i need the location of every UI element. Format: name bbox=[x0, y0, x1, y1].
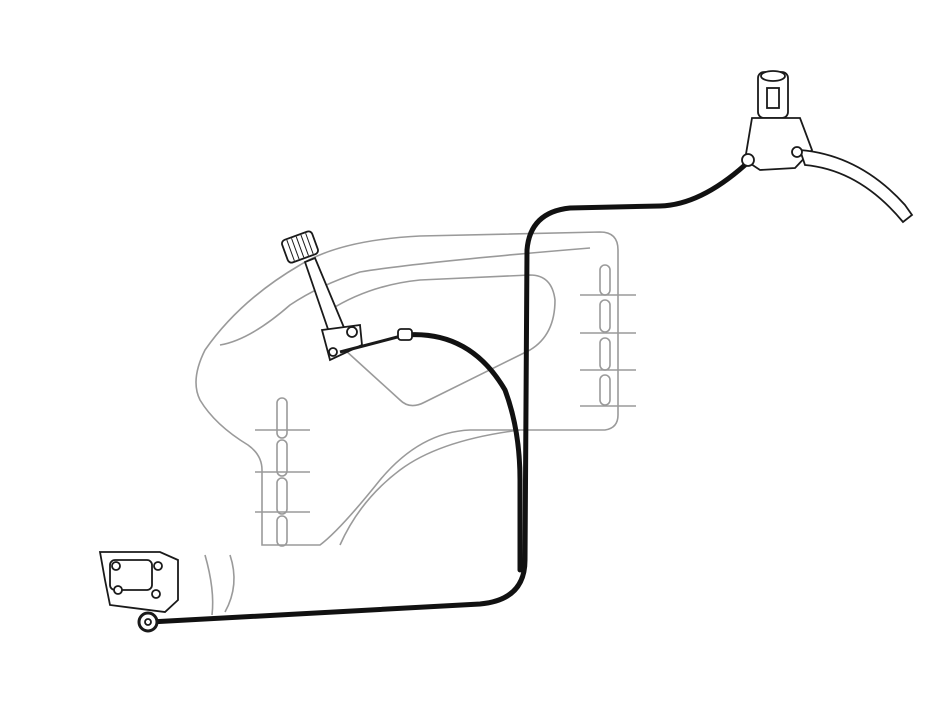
handlebar-brake-lever bbox=[741, 70, 914, 224]
main-brake-cable bbox=[147, 162, 748, 625]
ghost-slots-right bbox=[580, 264, 636, 407]
ghost-body-outline bbox=[195, 231, 636, 616]
secondary-brake-cable bbox=[402, 332, 523, 573]
brake-caliper bbox=[98, 551, 179, 633]
ghost-slots-left bbox=[255, 397, 310, 547]
pedal-lever bbox=[281, 230, 413, 362]
